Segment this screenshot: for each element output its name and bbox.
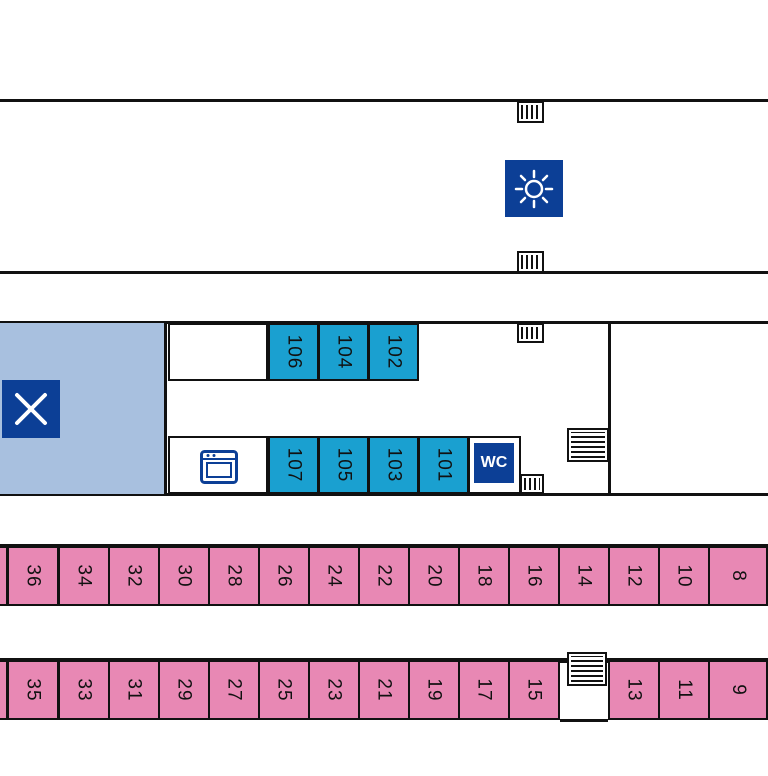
- cabin-27[interactable]: 27: [208, 660, 260, 720]
- cabin-13[interactable]: 13: [608, 660, 660, 720]
- cabin-9[interactable]: 9: [708, 660, 768, 720]
- cabin-number: 11: [673, 679, 695, 701]
- cabin-12[interactable]: 12: [608, 546, 660, 606]
- cabin-11[interactable]: 11: [658, 660, 710, 720]
- cabin-number: 28: [223, 564, 245, 588]
- wc-room: [468, 436, 521, 494]
- oven-icon: [200, 450, 238, 484]
- cabin-106[interactable]: 106: [268, 323, 319, 381]
- cabin-number: 13: [623, 678, 645, 702]
- lower-cabin-row-top: [0, 658, 768, 661]
- right-room-wall: [608, 321, 611, 496]
- upper-deck-bottom-wall: [0, 271, 768, 274]
- middle-bottom-wall: [0, 493, 768, 496]
- cabin-number: 35: [22, 678, 44, 702]
- cabin-number: 36: [22, 564, 44, 588]
- cabin-105[interactable]: 105: [318, 436, 369, 494]
- cabin-number: 27: [223, 678, 245, 702]
- cabin-19[interactable]: 19: [408, 660, 460, 720]
- cabin-29[interactable]: 29: [158, 660, 210, 720]
- cabin-25[interactable]: 25: [258, 660, 310, 720]
- stairs-lower[interactable]: [567, 652, 607, 686]
- cabin-number: 103: [383, 447, 405, 483]
- cabin-102[interactable]: 102: [368, 323, 419, 381]
- cabin-33[interactable]: 33: [58, 660, 110, 720]
- cabin-21[interactable]: 21: [358, 660, 410, 720]
- cabin-20[interactable]: 20: [408, 546, 460, 606]
- cabin-16[interactable]: 16: [508, 546, 560, 606]
- cabin-36[interactable]: 36: [7, 546, 59, 606]
- restaurant-wall: [164, 321, 167, 496]
- cabin-number: 18: [473, 564, 495, 588]
- cabin-8[interactable]: 8: [708, 546, 768, 606]
- cutlery-icon: [15, 393, 47, 425]
- wc-label: WC: [480, 454, 508, 471]
- cabin-32[interactable]: 32: [108, 546, 160, 606]
- cabin-number: 22: [373, 564, 395, 588]
- stairs-middle-3[interactable]: [567, 428, 609, 462]
- cabin-number: 107: [283, 447, 305, 483]
- cabin-number: 30: [173, 564, 195, 588]
- cabin-number: 12: [623, 564, 645, 588]
- cabin-number: 20: [423, 564, 445, 588]
- cabin-28[interactable]: 28: [208, 546, 260, 606]
- upper-cabin-row-top: [0, 544, 768, 547]
- cabin-number: 34: [73, 564, 95, 588]
- cabin-number: 14: [573, 564, 595, 588]
- cabin-number: 102: [383, 334, 405, 370]
- cabin-number: 21: [373, 678, 395, 702]
- stairs-top-2[interactable]: [517, 251, 544, 273]
- cabin-number: 24: [323, 564, 345, 588]
- cabin-15[interactable]: 15: [508, 660, 560, 720]
- cabin-34[interactable]: 34: [58, 546, 110, 606]
- cabin-23[interactable]: 23: [308, 660, 360, 720]
- cabin-30[interactable]: 30: [158, 546, 210, 606]
- stairs-middle-2[interactable]: [520, 474, 544, 494]
- kitchen-room: [168, 436, 268, 494]
- cabin-18[interactable]: 18: [458, 546, 510, 606]
- cabin-107[interactable]: 107: [268, 436, 319, 494]
- cabin-101[interactable]: 101: [418, 436, 469, 494]
- cabin-number: 23: [323, 678, 345, 702]
- cabin-number: 31: [123, 678, 145, 702]
- cabin-number: 8: [727, 570, 749, 582]
- middle-top-wall: [0, 321, 768, 324]
- cabin-number: 25: [273, 678, 295, 702]
- cabin-24[interactable]: 24: [308, 546, 360, 606]
- cabin-number: 106: [283, 334, 305, 370]
- cabin-number: 26: [273, 564, 295, 588]
- cabin-10[interactable]: 10: [658, 546, 710, 606]
- cabin-26[interactable]: 26: [258, 546, 310, 606]
- storage-room: [168, 323, 268, 381]
- cabin-number: 105: [333, 447, 355, 483]
- wc-icon: WC: [474, 443, 514, 483]
- cabin-number: 10: [673, 564, 695, 588]
- cabin-number: 33: [73, 678, 95, 702]
- cabin-number: 19: [423, 678, 445, 702]
- sun-deck-icon: [505, 160, 563, 217]
- cabin-14[interactable]: 14: [558, 546, 610, 606]
- stairs-top-1[interactable]: [517, 101, 544, 123]
- cabin-number: 16: [523, 564, 545, 588]
- cabin-22[interactable]: 22: [358, 546, 410, 606]
- cabin-number: 29: [173, 678, 195, 702]
- cabin-103[interactable]: 103: [368, 436, 419, 494]
- upper-deck-top-wall: [0, 99, 768, 102]
- stairs-middle-1[interactable]: [517, 323, 544, 343]
- cabin-number: 9: [727, 684, 749, 696]
- restaurant-icon: [2, 380, 60, 438]
- cabin-number: 17: [473, 678, 495, 702]
- cabin-number: 101: [433, 447, 455, 483]
- cabin-31[interactable]: 31: [108, 660, 160, 720]
- cabin-17[interactable]: 17: [458, 660, 510, 720]
- cabin-number: 32: [123, 564, 145, 588]
- sun-icon: [514, 169, 554, 208]
- cabin-number: 104: [333, 334, 355, 370]
- cabin-number: 15: [523, 678, 545, 702]
- cabin-104[interactable]: 104: [318, 323, 369, 381]
- cabin-partial-left-upper: [0, 546, 8, 606]
- cabin-35[interactable]: 35: [7, 660, 59, 720]
